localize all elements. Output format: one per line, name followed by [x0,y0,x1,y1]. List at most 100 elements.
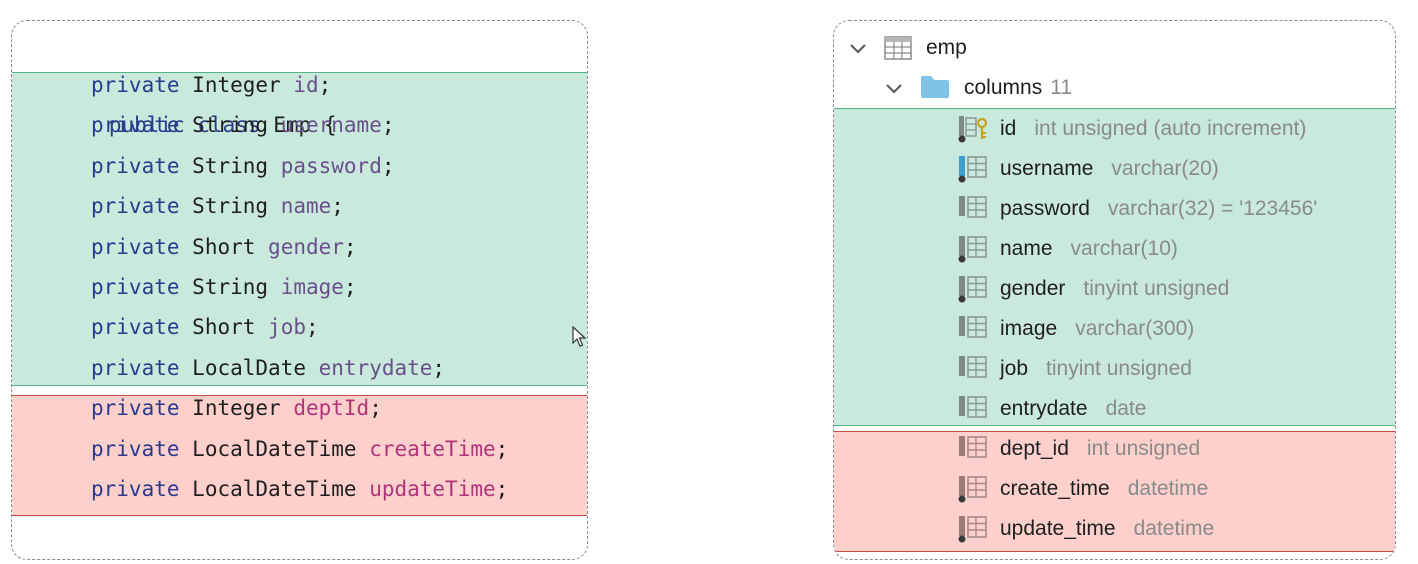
semicolon: ; [381,153,395,178]
column-type: varchar(10) [1070,237,1178,260]
semicolon: ; [318,73,332,97]
field-name: username [280,113,382,138]
field-type: Short [192,234,256,259]
field-type: Integer [192,73,281,97]
columns-node[interactable]: columns 11 [964,68,1072,108]
column-row[interactable]: username varchar(20) [958,149,1378,189]
semicolon: ; [495,477,509,501]
column-type: datetime [1133,517,1215,540]
column-type: varchar(300) [1075,317,1195,340]
keyword-public: public [108,113,185,137]
class-name: Emp [273,113,312,137]
column-name: update_time [1000,517,1116,540]
column-text: username varchar(20) [1000,149,1219,189]
semicolon: ; [369,396,382,421]
semicolon: ; [305,315,319,340]
keyword-private: private [91,73,180,97]
field-name: updateTime [369,477,496,501]
table-name: emp [926,36,967,59]
column-row[interactable]: id int unsigned (auto increment) [958,109,1378,149]
mismatched-fields-highlight [12,395,587,516]
close-brace: } [37,551,50,559]
field-name: password [280,153,382,178]
field-line: private Short gender; [12,227,587,267]
field-type: Integer [192,396,281,421]
semicolon: ; [381,113,395,138]
field-type: LocalDateTime [192,477,357,501]
field-line: private String name; [12,186,587,226]
column-name: image [1000,317,1058,340]
column-row[interactable]: update_time datetime [958,509,1378,549]
field-type: String [192,153,269,178]
column-type: int unsigned [1086,437,1201,460]
table-icon [884,36,912,60]
keyword-private: private [91,477,180,501]
columns-label: columns [964,76,1043,99]
column-name: id [1000,117,1017,140]
semicolon: ; [432,355,446,380]
keyword-private: private [91,355,180,380]
column-name: username [1000,157,1094,180]
field-line: private Integer deptId; [12,388,587,428]
keyword-private: private [91,315,180,340]
field-line: private Short job; [12,307,587,347]
field-name: image [280,275,344,299]
java-class-panel: public class Emp { private Integer id;pr… [11,20,588,560]
column-name: entrydate [1000,397,1088,420]
column-text: id int unsigned (auto increment) [1000,109,1306,149]
field-name: entrydate [318,355,433,380]
field-line: private LocalDateTime updateTime; [12,469,587,509]
column-name: name [1000,237,1053,260]
field-type: String [192,113,269,138]
chevron-down-icon[interactable] [884,79,904,99]
semicolon: ; [343,234,357,259]
field-name: id [293,73,319,97]
field-type: LocalDate [192,355,306,380]
field-line: private LocalDate entrydate; [12,348,587,388]
field-line: private String username; [12,105,587,145]
column-row[interactable]: image varchar(300) [958,309,1378,349]
keyword-private: private [91,396,180,421]
column-text: image varchar(300) [1000,309,1194,349]
mapped-columns-highlight [834,108,1395,426]
semicolon: ; [331,194,344,219]
field-name: gender [268,234,344,259]
folder-icon [921,76,949,98]
field-line: private String image; [12,267,587,307]
column-row[interactable]: dept_id int unsigned [958,429,1378,469]
column-row[interactable]: name varchar(10) [958,229,1378,269]
table-node-emp[interactable]: emp [926,28,967,68]
column-text: update_time datetime [1000,509,1214,549]
column-name: create_time [1000,477,1110,500]
column-name: dept_id [1000,437,1069,460]
keyword-private: private [91,234,180,259]
column-type: int unsigned (auto increment) [1034,117,1307,140]
field-line: private LocalDateTime createTime; [12,429,587,469]
column-type: tinyint unsigned [1083,277,1230,300]
column-type: varchar(32) = '123456' [1107,197,1318,220]
semicolon: ; [343,275,357,299]
class-declaration-line: public class Emp { [12,25,587,137]
field-line: private String password; [12,146,587,186]
column-type: varchar(20) [1111,157,1219,180]
mapped-fields-highlight [12,72,587,386]
field-name: deptId [293,396,370,421]
open-brace: { [323,113,337,137]
field-type: Short [192,315,256,340]
field-line: private Integer id; [12,65,587,105]
columns-count: 11 [1050,76,1073,99]
field-name: name [280,194,332,219]
column-type: tinyint unsigned [1046,357,1192,380]
semicolon: ; [495,436,509,461]
field-name: createTime [369,436,496,461]
chevron-down-icon[interactable] [848,39,868,59]
